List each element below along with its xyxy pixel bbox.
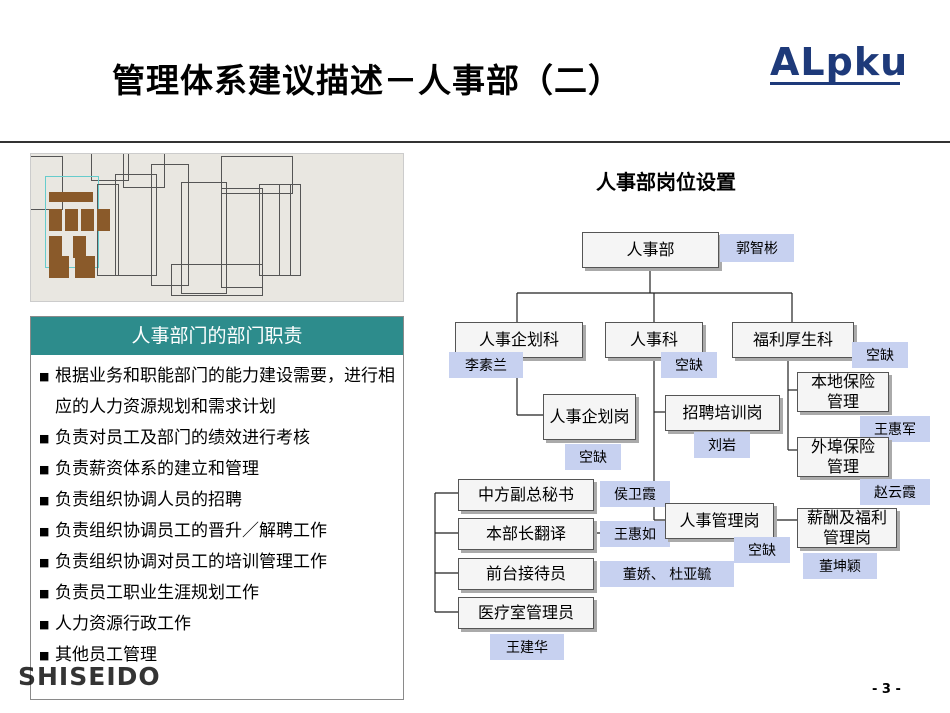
person-welfare-section: 空缺 [852,342,908,368]
node-clinic-manager: 医疗室管理员 [458,597,594,629]
duty-item: 负责组织协调员工的晋升／解聘工作 [39,516,399,547]
duty-item: 负责组织协调人员的招聘 [39,485,399,516]
node-reception: 前台接待员 [458,558,594,590]
duty-item: 负责对员工及部门的绩效进行考核 [39,423,399,454]
brand-watermark: SHISEIDO [18,662,161,691]
person-hr-section: 空缺 [661,352,717,378]
person-reception: 董娇、 杜亚毓 [600,561,734,587]
person-hr-dept: 郭智彬 [720,234,794,262]
node-compensation-post: 薪酬及福利管理岗 [797,508,897,548]
node-foreign-insurance: 外埠保险管理 [797,437,889,477]
person-recruit-training-post: 刘岩 [694,432,750,458]
person-foreign-insurance: 赵云霞 [860,479,930,505]
duty-item: 其他员工管理 [39,640,399,671]
duties-panel: 人事部门的部门职责 根据业务和职能部门的能力建设需要，进行相应的人力资源规划和需… [30,316,404,700]
org-chart-thumbnail [30,153,404,302]
person-hr-admin-post: 空缺 [734,537,790,563]
duties-list: 根据业务和职能部门的能力建设需要，进行相应的人力资源规划和需求计划 负责对员工及… [39,361,399,671]
node-welfare-section: 福利厚生科 [732,322,854,358]
duty-item: 人力资源行政工作 [39,609,399,640]
company-logo: ALpku [770,40,909,84]
node-dept-translator: 本部长翻译 [458,518,594,550]
org-chart-title: 人事部岗位设置 [596,170,736,194]
node-local-insurance: 本地保险管理 [797,372,889,412]
duty-item: 根据业务和职能部门的能力建设需要，进行相应的人力资源规划和需求计划 [39,361,399,423]
duty-item: 负责员工职业生涯规划工作 [39,578,399,609]
node-hr-planning-post: 人事企划岗 [543,394,636,440]
header-divider [0,141,950,143]
person-deputy-gm-secretary: 侯卫霞 [600,481,670,507]
person-clinic-manager: 王建华 [490,634,564,660]
person-hr-planning-post: 空缺 [565,444,621,470]
node-deputy-gm-secretary: 中方副总秘书 [458,479,594,511]
node-recruit-training-post: 招聘培训岗 [665,395,780,431]
logo-underline [770,82,900,85]
duty-item: 负责组织协调对员工的培训管理工作 [39,547,399,578]
person-compensation-post: 董坤颖 [803,553,877,579]
person-hr-planning-section: 李素兰 [449,352,523,378]
node-hr-dept: 人事部 [582,232,719,268]
duty-item: 负责薪资体系的建立和管理 [39,454,399,485]
slide-title: 管理体系建议描述－人事部（二） [112,61,622,100]
node-hr-admin-post: 人事管理岗 [665,503,774,539]
person-dept-translator: 王惠如 [600,521,670,547]
page-number: - 3 - [872,682,901,697]
duties-panel-heading: 人事部门的部门职责 [31,317,403,355]
